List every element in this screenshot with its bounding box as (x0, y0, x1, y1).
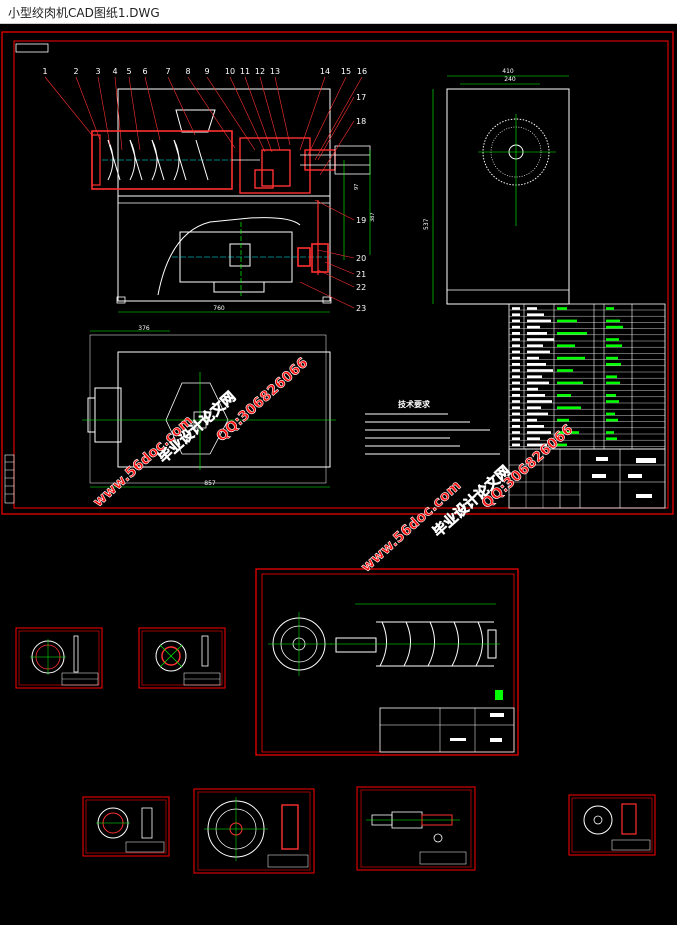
part-number-18: 18 (356, 117, 366, 126)
part-number-14: 14 (320, 67, 330, 76)
dim-end-height: 537 (423, 218, 430, 230)
thumbnail-sheet-2[interactable] (138, 627, 226, 689)
dim-vertical-2: 97 (354, 184, 360, 190)
thumbnail-sheet-5-pulley[interactable] (193, 788, 315, 874)
main-sheet-outer-frame (1, 31, 674, 515)
dim-end-width: 410 (502, 68, 514, 75)
part-number-11: 11 (240, 67, 250, 76)
thumbnail-sheet-4[interactable] (82, 796, 170, 857)
main-sheet (1, 31, 674, 515)
dim-top-offset: 376 (138, 325, 150, 332)
dim-plan-width: 857 (204, 480, 216, 487)
thumbnail-sheet-1[interactable] (15, 627, 103, 689)
part-number-4: 4 (112, 67, 117, 76)
thumbnail-sheet-7[interactable] (568, 794, 656, 856)
part-number-10: 10 (225, 67, 235, 76)
dim-end-inner: 240 (504, 76, 516, 83)
binding-strip (4, 454, 15, 504)
part-number-19: 19 (356, 216, 366, 225)
watermark-qq-2: QQ:306826066 (479, 422, 577, 512)
part-number-12: 12 (255, 67, 265, 76)
part-number-2: 2 (73, 67, 78, 76)
window-title-bar: 小型绞肉机CAD图纸1.DWG (0, 0, 677, 24)
part-number-16: 16 (357, 67, 367, 76)
tech-requirements-title: 技术要求 (398, 399, 431, 409)
part-number-21: 21 (356, 270, 366, 279)
drawing-number-box (15, 43, 49, 53)
part-number-1: 1 (42, 67, 47, 76)
parts-list (508, 303, 666, 450)
dim-vertical-1: 387 (370, 212, 376, 222)
part-number-8: 8 (185, 67, 190, 76)
part-number-9: 9 (204, 67, 209, 76)
main-sheet-inner-frame (13, 40, 669, 509)
motor (157, 217, 330, 296)
thumbnail-sheet-3-screw-shaft[interactable] (255, 568, 519, 756)
part-number-22: 22 (356, 283, 366, 292)
end-view: 537 410 240 (423, 68, 570, 305)
tech-requirements-lines (365, 413, 500, 455)
thumbnail-sheet-6-shaft[interactable] (356, 786, 476, 871)
motor-pulley (297, 243, 329, 273)
part-number-6: 6 (142, 67, 147, 76)
end-view-frame (446, 88, 570, 305)
watermarks: QQ:306826066 毕业设计论文网 www.56doc.com QQ:30… (90, 355, 577, 576)
auger-screw (107, 139, 209, 181)
window-title: 小型绞肉机CAD图纸1.DWG (8, 6, 160, 20)
plan-view: 376 857 (82, 325, 336, 488)
machine-frame (117, 88, 331, 302)
part-number-20: 20 (356, 254, 366, 263)
binding-strip-ticks (5, 461, 14, 495)
part-number-13: 13 (270, 67, 280, 76)
part-number-7: 7 (165, 67, 170, 76)
part-number-17: 17 (356, 93, 366, 102)
technical-requirements: 技术要求 (365, 399, 500, 455)
side-view: 760 97 387 (91, 88, 376, 313)
watermark-site-url-1: www.56doc.com (90, 413, 196, 511)
dim-side-width: 760 (213, 305, 225, 312)
part-number-3: 3 (95, 67, 100, 76)
title-block (508, 448, 666, 509)
part-number-23: 23 (356, 304, 366, 313)
part-number-15: 15 (341, 67, 351, 76)
gearbox (239, 137, 336, 194)
plan-view-frame (117, 351, 331, 468)
part-number-5: 5 (126, 67, 131, 76)
